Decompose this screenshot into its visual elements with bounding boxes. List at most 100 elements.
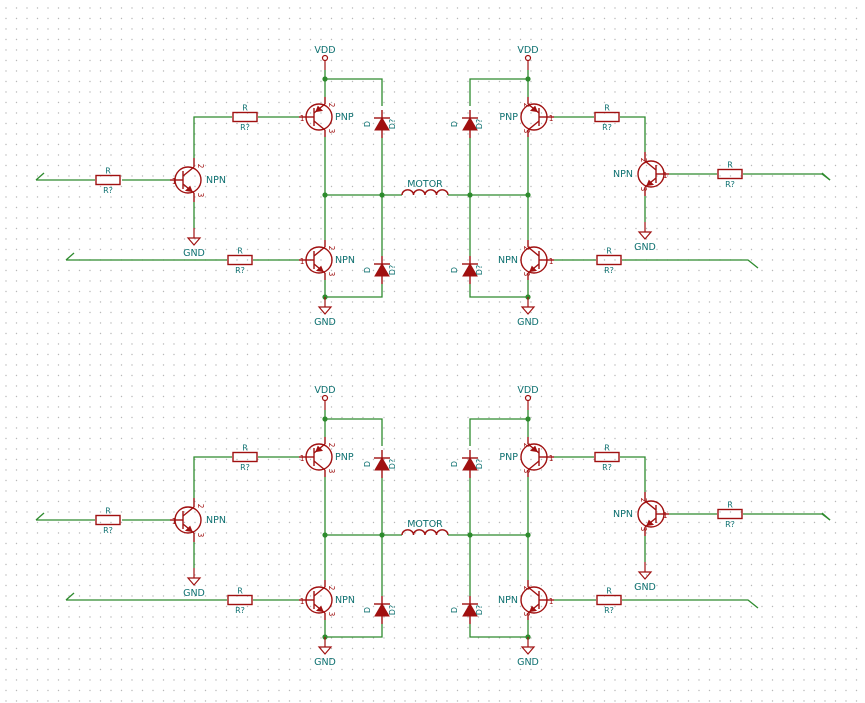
grid-dot bbox=[477, 290, 480, 293]
grid-dot bbox=[110, 343, 112, 345]
grid-dot bbox=[435, 343, 438, 345]
grid-dot bbox=[530, 122, 532, 125]
grid-dot bbox=[561, 248, 564, 251]
grid-dot bbox=[561, 49, 564, 51]
grid-dot bbox=[551, 395, 553, 398]
grid-dot bbox=[855, 353, 858, 356]
grid-dot bbox=[257, 416, 259, 419]
grid-dot bbox=[698, 17, 700, 20]
grid-dot bbox=[414, 28, 417, 30]
grid-dot bbox=[488, 17, 490, 20]
grid-dot bbox=[257, 532, 259, 534]
grid-dot bbox=[519, 101, 522, 104]
grid-dot bbox=[414, 469, 417, 471]
grid-dot bbox=[425, 469, 427, 471]
grid-dot bbox=[404, 469, 406, 471]
grid-dot bbox=[57, 563, 60, 566]
grid-dot bbox=[173, 164, 175, 167]
grid-dot bbox=[393, 49, 396, 51]
grid-dot bbox=[593, 364, 595, 366]
grid-dot bbox=[246, 206, 249, 209]
grid-dot bbox=[467, 343, 469, 345]
grid-dot bbox=[635, 427, 637, 429]
grid-dot bbox=[393, 343, 396, 345]
grid-dot bbox=[677, 217, 679, 219]
grid-dot bbox=[677, 28, 679, 30]
grid-dot bbox=[708, 143, 711, 146]
grid-dot bbox=[593, 290, 595, 293]
grid-dot bbox=[362, 490, 364, 492]
grid-dot bbox=[404, 175, 406, 177]
grid-dot bbox=[404, 164, 406, 167]
grid-dot bbox=[435, 605, 438, 608]
grid-dot bbox=[645, 332, 648, 335]
grid-dot bbox=[225, 269, 228, 272]
grid-dot bbox=[47, 290, 49, 293]
grid-dot bbox=[57, 7, 60, 9]
grid-dot bbox=[309, 17, 312, 20]
grid-dot bbox=[561, 206, 564, 209]
grid-dot bbox=[131, 175, 133, 177]
grid-dot bbox=[645, 364, 648, 366]
grid-dot bbox=[666, 311, 669, 314]
grid-dot bbox=[299, 616, 301, 618]
grid-dot bbox=[152, 542, 154, 545]
grid-dot bbox=[446, 458, 448, 461]
grid-dot bbox=[47, 49, 49, 51]
grid-dot bbox=[792, 133, 795, 135]
grid-dot bbox=[68, 322, 70, 324]
grid-dot bbox=[204, 374, 207, 377]
grid-dot bbox=[572, 542, 574, 545]
grid-dot bbox=[761, 395, 763, 398]
grid-dot bbox=[131, 7, 133, 9]
grid-dot bbox=[225, 332, 228, 335]
grid-dot bbox=[614, 406, 616, 408]
grid-dot bbox=[519, 49, 522, 51]
grid-dot bbox=[698, 563, 700, 566]
grid-dot bbox=[414, 248, 417, 251]
grid-dot bbox=[530, 353, 532, 356]
grid-dot bbox=[708, 154, 711, 156]
grid-dot bbox=[698, 521, 700, 524]
grid-dot bbox=[183, 206, 186, 209]
grid-dot bbox=[120, 238, 123, 240]
grid-dot bbox=[467, 353, 469, 356]
grid-dot bbox=[729, 532, 732, 534]
grid-dot bbox=[78, 595, 81, 597]
grid-dot bbox=[750, 7, 753, 9]
grid-dot bbox=[36, 196, 39, 198]
grid-dot bbox=[750, 595, 753, 597]
grid-dot bbox=[57, 332, 60, 335]
grid-dot bbox=[5, 364, 7, 366]
grid-dot bbox=[246, 101, 249, 104]
grid-dot bbox=[509, 206, 511, 209]
grid-dot bbox=[288, 343, 291, 345]
grid-dot bbox=[719, 542, 721, 545]
grid-dot bbox=[813, 532, 816, 534]
grid-dot bbox=[215, 238, 217, 240]
grid-dot bbox=[341, 164, 343, 167]
grid-dot bbox=[572, 175, 574, 177]
grid-dot bbox=[509, 185, 511, 188]
grid-dot bbox=[246, 91, 249, 93]
grid-dot bbox=[614, 385, 616, 387]
grid-dot bbox=[824, 143, 826, 146]
grid-dot bbox=[15, 521, 18, 524]
grid-dot bbox=[257, 185, 259, 188]
grid-dot bbox=[792, 28, 795, 30]
grid-dot bbox=[540, 133, 543, 135]
grid-dot bbox=[89, 49, 91, 51]
grid-dot bbox=[36, 322, 39, 324]
grid-dot bbox=[624, 395, 627, 398]
grid-dot bbox=[26, 38, 28, 41]
grid-dot bbox=[845, 479, 847, 482]
grid-dot bbox=[624, 206, 627, 209]
grid-dot bbox=[530, 290, 532, 293]
grid-dot bbox=[404, 49, 406, 51]
grid-dot bbox=[141, 574, 144, 576]
grid-dot bbox=[551, 343, 553, 345]
grid-dot bbox=[614, 469, 616, 471]
grid-dot bbox=[152, 385, 154, 387]
grid-dot bbox=[152, 133, 154, 135]
